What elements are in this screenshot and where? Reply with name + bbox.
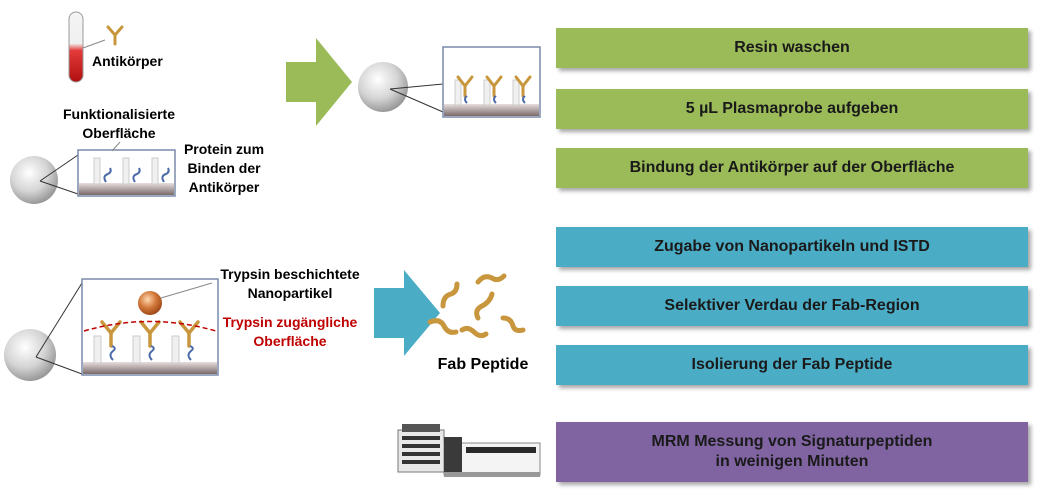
step-mrm-measurement: MRM Messung von Signaturpeptiden in wein… <box>556 422 1028 482</box>
step-add-nanoparticles: Zugabe von Nanopartikeln und ISTD <box>556 227 1028 267</box>
step-label: Zugabe von Nanopartikeln und ISTD <box>654 238 930 255</box>
step-isolate-peptides: Isolierung der Fab Peptide <box>556 345 1028 385</box>
step-selective-digestion: Selektiver Verdau der Fab-Region <box>556 286 1028 326</box>
zoom-line <box>389 83 444 90</box>
antibody-label: Antikörper <box>92 53 163 69</box>
process-arrow-green <box>286 38 352 126</box>
bead-icon <box>10 156 58 204</box>
nanoparticle-icon <box>138 291 162 315</box>
step-label: Isolierung der Fab Peptide <box>691 356 893 373</box>
step-label: Selektiver Verdau der Fab-Region <box>664 297 920 314</box>
trypsin-accessible-line <box>83 320 217 332</box>
step-label: 5 µL Plasmaprobe aufgeben <box>685 100 899 117</box>
protein-label-line1: Protein zum <box>183 141 265 157</box>
test-tube-icon <box>68 11 84 83</box>
step-label-line2: in weinigen Minuten <box>715 453 869 470</box>
step-resin-wash: Resin waschen <box>556 28 1028 68</box>
zoom-line <box>35 282 83 358</box>
trypsin-surface-label-line2: Oberfläche <box>253 333 327 349</box>
process-arrow-teal <box>374 270 440 356</box>
nanoparticle-pointer-line <box>160 282 213 299</box>
fab-peptide-label: Fab Peptide <box>437 356 529 373</box>
trypsin-nanoparticle-label-line2: Nanopartikel <box>247 285 333 301</box>
step-antibody-binding: Bindung der Antikörper auf der Oberfläch… <box>556 148 1028 188</box>
fab-peptide-icon <box>427 273 526 339</box>
zoom-line <box>389 88 444 113</box>
step-plasma-sample: 5 µL Plasmaprobe aufgeben <box>556 89 1028 129</box>
trypsin-nanoparticle-label-line1: Trypsin beschichtete <box>220 266 360 282</box>
bead-icon <box>4 329 56 381</box>
zoom-line <box>39 180 79 195</box>
bound-antibody-zoom-box <box>442 46 541 118</box>
step-label: Bindung der Antikörper auf der Oberfläch… <box>629 159 955 176</box>
surface-label-line2: Oberfläche <box>82 125 156 141</box>
surface-zoom-box <box>77 149 176 197</box>
mass-spectrometer-icon <box>397 424 541 477</box>
protein-label-line3: Antikörper <box>188 179 260 195</box>
zoom-line <box>39 154 79 182</box>
antibody-icon <box>106 25 124 46</box>
step-label: Resin waschen <box>734 39 850 56</box>
surface-pointer-line <box>111 141 121 152</box>
bead-icon <box>358 62 408 112</box>
protein-label-line2: Binden der <box>187 160 261 176</box>
zoom-line <box>35 356 83 375</box>
step-label-line1: MRM Messung von Signaturpeptiden <box>651 433 933 450</box>
trypsin-surface-label-line1: Trypsin zugängliche <box>222 314 358 330</box>
surface-label-line1: Funktionalisierte <box>62 106 176 122</box>
antibody-pointer-line <box>82 39 106 49</box>
